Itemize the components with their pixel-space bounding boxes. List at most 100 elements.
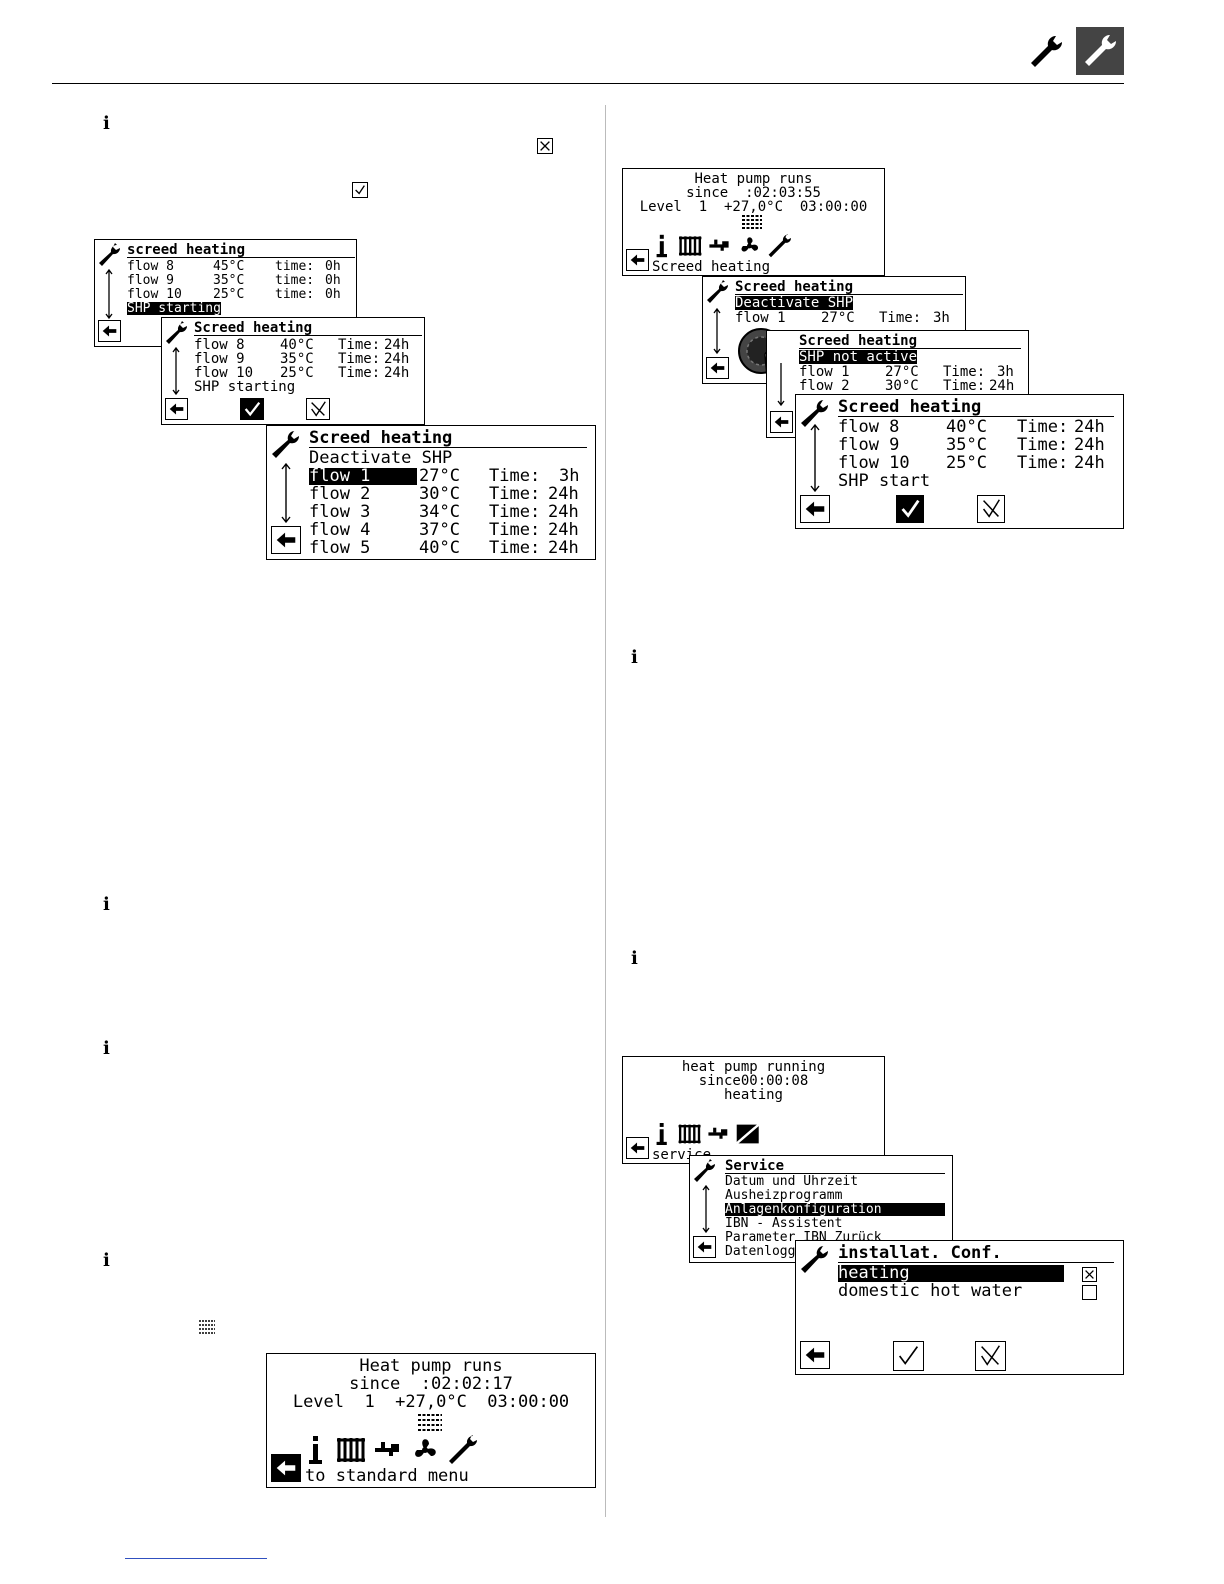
screen-title: Service: [725, 1159, 945, 1174]
screed-heating-symbol-icon: [417, 1412, 443, 1434]
checkbox-domestic-hot-water[interactable]: [1082, 1285, 1097, 1300]
screen-title: Screed heating: [799, 334, 1021, 349]
back-button[interactable]: [626, 249, 649, 271]
info-icon: [656, 234, 667, 258]
status-line-3: heating: [723, 1087, 783, 1103]
back-button[interactable]: [165, 398, 188, 420]
menu-item[interactable]: IBN - Assistent: [725, 1216, 843, 1231]
row-temp: 35°C: [280, 351, 314, 367]
row-time: 24h: [548, 538, 579, 558]
back-button[interactable]: [693, 1236, 716, 1258]
back-button[interactable]: [800, 1341, 830, 1369]
row-temp: 40°C: [419, 538, 460, 558]
scroll-indicator: [810, 423, 820, 493]
header-rule: [52, 83, 1124, 84]
scroll-indicator: [713, 307, 721, 355]
row-time-label: time:: [275, 259, 315, 274]
row-time-label: time:: [275, 287, 315, 302]
row-time: 24h: [989, 378, 1015, 394]
scroll-indicator: [105, 268, 113, 320]
row-time: 3h: [559, 466, 580, 486]
row-time-label: Time:: [489, 466, 541, 486]
row-temp: 34°C: [419, 502, 460, 522]
status-menu-icons: [307, 1434, 487, 1466]
row-time-label: Time:: [879, 310, 922, 326]
wrench-icon: [692, 1159, 718, 1183]
checkbox-heating-checked[interactable]: [1082, 1267, 1097, 1282]
back-button[interactable]: [98, 320, 121, 342]
row-flow: flow 1: [799, 364, 850, 380]
back-button[interactable]: [626, 1137, 649, 1159]
row-flow: flow 4: [309, 520, 371, 540]
confirm-button[interactable]: [240, 398, 264, 420]
wrench-icon: [705, 280, 731, 304]
row-time: 24h: [1074, 435, 1105, 455]
row-flow: flow 2: [799, 378, 850, 394]
row-time-label: Time:: [943, 364, 986, 380]
radiator-icon: [337, 1438, 365, 1462]
row-flow: flow 3: [309, 502, 371, 522]
row-time: 24h: [1074, 453, 1105, 473]
info-icon: ℹ: [631, 647, 638, 668]
row-time-label: Time:: [943, 378, 986, 394]
fan-icon: [415, 1439, 436, 1457]
wrench-icon: [164, 321, 190, 345]
screed-heating-screen-a: screed heating flow 8 45°C time: 0h flow…: [94, 239, 357, 347]
menu-item[interactable]: Ausheizprogramm: [725, 1188, 843, 1203]
row-flow: flow 1: [735, 310, 786, 326]
back-button[interactable]: [271, 526, 301, 554]
row-time: 0h: [325, 287, 341, 302]
screed-heating-symbol-icon: [741, 214, 763, 232]
row-flow: flow 5: [309, 538, 371, 558]
confirm-button[interactable]: [896, 495, 924, 523]
info-icon: ℹ: [103, 113, 110, 134]
row-time-label: Time:: [1017, 435, 1069, 455]
status-line-2: since :02:02:17: [349, 1374, 513, 1394]
cancel-button[interactable]: [977, 495, 1005, 523]
checkbox-crossed-icon: [537, 138, 553, 154]
row-flow-selected[interactable]: flow 1: [309, 468, 417, 485]
option-domestic-hot-water[interactable]: domestic hot water: [838, 1281, 1023, 1301]
screen-subtitle: Deactivate SHP: [309, 448, 453, 468]
option-heating[interactable]: heating: [838, 1265, 1064, 1282]
screed-heating-screen-h: Screed heating flow 8 40°C Time: 24h flo…: [795, 394, 1124, 529]
menu-item[interactable]: Datenlogger: [725, 1244, 812, 1259]
row-time-label: Time:: [489, 538, 541, 558]
status-line: SHP starting: [194, 379, 296, 395]
back-button[interactable]: [800, 495, 830, 523]
radiator-icon: [678, 1124, 701, 1144]
back-button[interactable]: [706, 357, 729, 379]
back-button[interactable]: [271, 1454, 301, 1482]
cancel-button[interactable]: [306, 398, 330, 420]
row-time-label: Time:: [338, 337, 381, 353]
cancel-button[interactable]: [975, 1341, 1006, 1371]
confirm-button[interactable]: [893, 1341, 924, 1371]
tap-icon: [709, 239, 729, 251]
status-line-3: Level 1 +27,0°C 03:00:00: [292, 1392, 570, 1412]
scroll-indicator: [702, 1184, 710, 1234]
menu-item-selected[interactable]: Anlagenkonfiguration: [725, 1203, 945, 1216]
row-temp: 25°C: [946, 453, 987, 473]
row-time-label: Time:: [489, 484, 541, 504]
back-button[interactable]: [770, 411, 793, 433]
row-flow: flow 9: [127, 273, 174, 288]
row-flow: flow 10: [127, 287, 182, 302]
screed-heating-screen-b: Screed heating flow 8 40°C Time: 24h flo…: [161, 317, 425, 425]
status-line-2: since00:00:08: [698, 1073, 809, 1089]
wrench-icon: [270, 429, 302, 459]
row-time-label: Time:: [338, 365, 381, 381]
row-flow: flow 9: [194, 351, 245, 367]
screen-title: Screed heating: [194, 321, 422, 336]
wrench-icon: [1026, 32, 1066, 72]
row-time-label: Time:: [1017, 453, 1069, 473]
row-time: 24h: [548, 484, 579, 504]
info-icon: ℹ: [103, 1038, 110, 1059]
status-screen-i: heat pump running since00:00:08 heating …: [622, 1056, 885, 1164]
wrench-icon: [799, 398, 831, 428]
row-flow: flow 8: [194, 337, 245, 353]
row-time: 3h: [997, 364, 1014, 380]
row-temp: 25°C: [213, 287, 245, 302]
menu-item[interactable]: Datum und Uhrzeit: [725, 1174, 859, 1189]
fan-icon: [741, 237, 759, 252]
screen-title: Screed heating: [735, 280, 963, 295]
